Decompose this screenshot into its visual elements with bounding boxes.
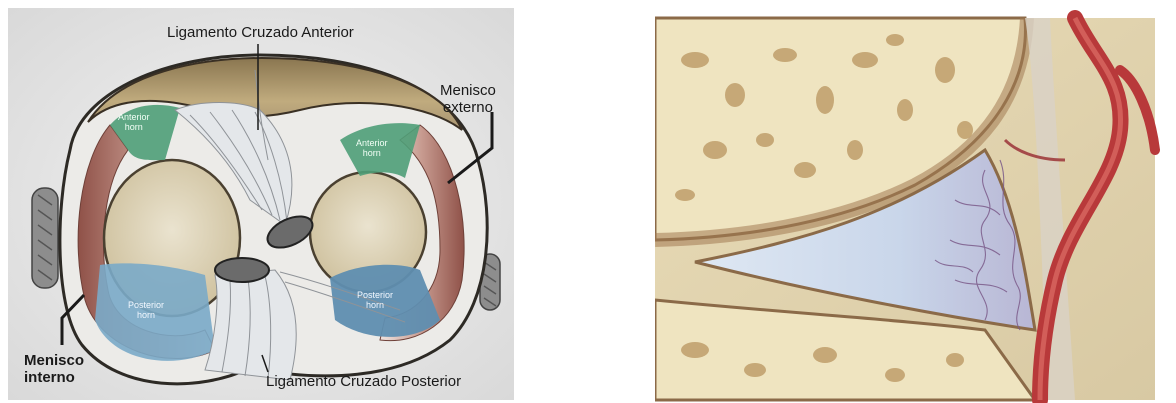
meniscus-diagram-panel: Ligamento Cruzado Anterior Ligamento Cru… <box>0 0 520 403</box>
menisco-externo-label: Menisco externo <box>440 82 496 117</box>
menisco-interno-line-1: Menisco <box>24 352 84 369</box>
lateral-anterior-horn-label: Anterior horn <box>356 138 388 159</box>
medial-posterior-horn-label: Posterior horn <box>128 300 164 321</box>
meniscus-illustration <box>0 0 520 403</box>
horn-line-2: horn <box>128 310 164 320</box>
horn-line-1: Anterior <box>356 138 388 148</box>
medial-collateral-ligament <box>32 188 58 288</box>
medial-anterior-horn-label: Anterior horn <box>118 112 150 133</box>
menisco-externo-line-1: Menisco <box>440 82 496 99</box>
menisco-interno-label: Menisco interno <box>24 352 84 387</box>
acl-label: Ligamento Cruzado Anterior <box>167 24 354 41</box>
horn-line-1: Posterior <box>128 300 164 310</box>
pcl-label: Ligamento Cruzado Posterior <box>266 373 461 390</box>
horn-line-1: Posterior <box>357 290 393 300</box>
cross-section-illustration <box>655 0 1176 403</box>
horn-line-2: horn <box>357 300 393 310</box>
horn-line-2: horn <box>356 148 388 158</box>
horn-line-1: Anterior <box>118 112 150 122</box>
lateral-posterior-horn-label: Posterior horn <box>357 290 393 311</box>
menisco-interno-line-2: interno <box>24 369 84 386</box>
menisco-externo-line-2: externo <box>440 99 496 116</box>
horn-line-2: horn <box>118 122 150 132</box>
pcl-cut-end <box>215 258 269 282</box>
meniscus-cross-section-panel <box>655 0 1176 403</box>
